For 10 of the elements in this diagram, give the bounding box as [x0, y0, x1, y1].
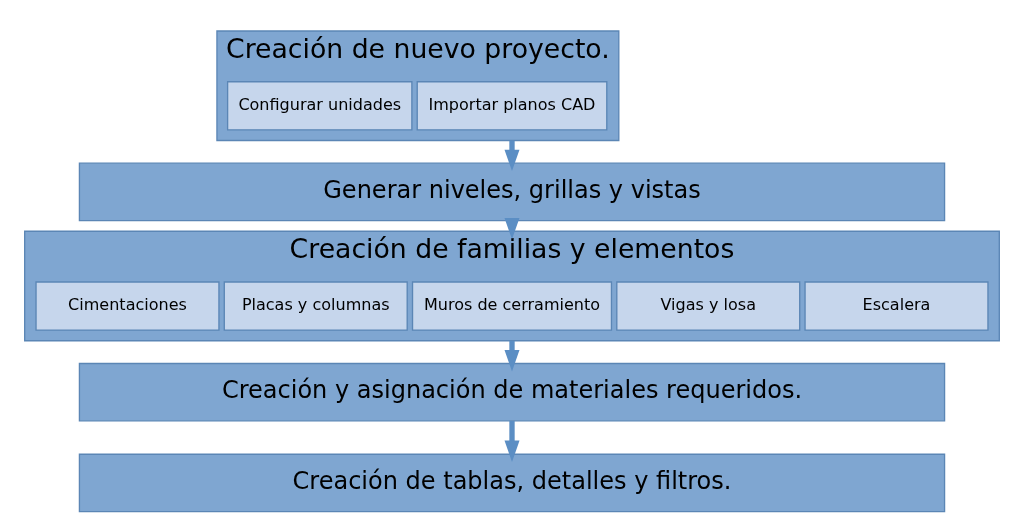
node-box: Importar planos CAD	[416, 80, 608, 130]
node-box: Cimentaciones	[35, 280, 220, 331]
node-box: Escalera	[804, 280, 989, 331]
arrow	[504, 420, 520, 462]
node-box: Vigas y losa	[616, 280, 801, 331]
node-box: Creación de tablas, detalles y filtros.	[78, 453, 946, 512]
node-box: Creación y asignación de materiales requeridos.	[78, 362, 946, 422]
node-box: Muros de cerramiento	[411, 280, 613, 331]
node-box: Configurar unidades	[226, 80, 413, 130]
node-box: Placas y columnas	[223, 280, 408, 331]
